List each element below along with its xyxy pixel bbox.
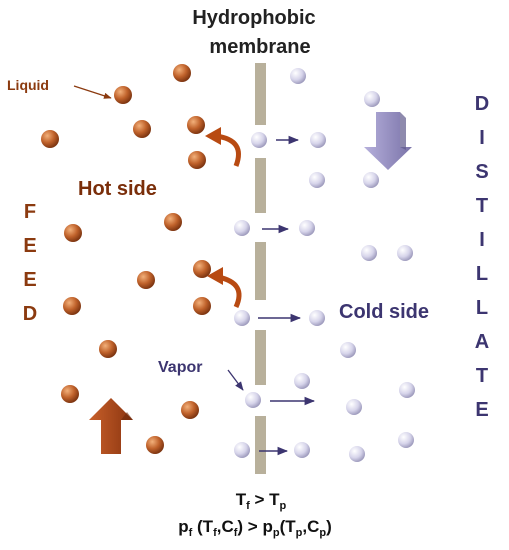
liquid-pointer bbox=[73, 85, 112, 99]
feed-letter: E bbox=[23, 269, 36, 291]
vapor-particle bbox=[363, 172, 379, 188]
membrane-segment bbox=[255, 63, 266, 125]
vapor-particle bbox=[361, 245, 377, 261]
liquid-particle bbox=[61, 385, 79, 403]
liquid-particle bbox=[164, 213, 182, 231]
vapor-particle bbox=[245, 392, 261, 408]
distillate-letter: L bbox=[476, 297, 488, 319]
distillate-flow-arrow-icon bbox=[364, 112, 412, 170]
cold-side-label: Cold side bbox=[339, 301, 429, 323]
feed-letter: D bbox=[23, 303, 37, 325]
liquid-particle bbox=[181, 401, 199, 419]
feed-letter: E bbox=[23, 235, 36, 257]
liquid-particle bbox=[187, 116, 205, 134]
distillate-letter: I bbox=[479, 127, 485, 149]
temperature-condition: Tf > Tp bbox=[236, 490, 287, 512]
liquid-label: Liquid bbox=[7, 77, 49, 93]
title-line-1: Hydrophobic bbox=[192, 7, 315, 29]
liquid-particle bbox=[137, 271, 155, 289]
vapor-particle bbox=[364, 91, 380, 107]
liquid-particle bbox=[193, 297, 211, 315]
membrane-segment bbox=[255, 242, 266, 300]
vapor-particle bbox=[234, 220, 250, 236]
curved-return-arrows bbox=[205, 127, 242, 309]
vapor-particle bbox=[310, 132, 326, 148]
vapor-particle bbox=[251, 132, 267, 148]
distillate-letter: D bbox=[475, 93, 489, 115]
feed-flow-arrow-icon bbox=[89, 398, 133, 454]
membrane-segment bbox=[255, 158, 266, 213]
vapor-particle bbox=[397, 245, 413, 261]
hydrophobic-membrane bbox=[255, 63, 266, 474]
distillate-letter: T bbox=[476, 365, 488, 387]
liquid-particle bbox=[99, 340, 117, 358]
vapor-particle bbox=[399, 382, 415, 398]
liquid-particle bbox=[41, 130, 59, 148]
pressure-condition: pf (Tf,Cf) > pp(Tp,Cp) bbox=[178, 517, 332, 539]
liquid-particle bbox=[193, 260, 211, 278]
distillate-label: D I S T I L L A T E bbox=[475, 93, 489, 421]
vapor-particle bbox=[398, 432, 414, 448]
vapor-particle bbox=[294, 442, 310, 458]
vapor-pointer bbox=[227, 369, 244, 391]
vapor-label: Vapor bbox=[158, 359, 202, 376]
curved-arrow-icon bbox=[207, 267, 242, 309]
distillate-letter: S bbox=[475, 161, 488, 183]
liquid-particle bbox=[63, 297, 81, 315]
membrane-segment bbox=[255, 416, 266, 474]
hot-side-label: Hot side bbox=[78, 178, 157, 200]
vapor-particle bbox=[340, 342, 356, 358]
distillate-letter: E bbox=[475, 399, 488, 421]
liquid-particles bbox=[41, 64, 211, 454]
distillate-letter: A bbox=[475, 331, 489, 353]
membrane-segment bbox=[255, 330, 266, 385]
liquid-particle bbox=[188, 151, 206, 169]
liquid-particle bbox=[146, 436, 164, 454]
liquid-particle bbox=[133, 120, 151, 138]
title-line-2: membrane bbox=[209, 36, 310, 58]
feed-label: F E E D bbox=[23, 201, 37, 325]
liquid-particle bbox=[173, 64, 191, 82]
vapor-particle bbox=[290, 68, 306, 84]
vapor-particle bbox=[234, 310, 250, 326]
vapor-particle bbox=[299, 220, 315, 236]
vapor-particle bbox=[294, 373, 310, 389]
vapor-particle bbox=[346, 399, 362, 415]
distillate-letter: I bbox=[479, 229, 485, 251]
vapor-particle bbox=[309, 310, 325, 326]
liquid-particle bbox=[64, 224, 82, 242]
liquid-particle bbox=[114, 86, 132, 104]
distillate-letter: L bbox=[476, 263, 488, 285]
vapor-transport-arrows bbox=[258, 135, 316, 456]
vapor-particle bbox=[349, 446, 365, 462]
vapor-particle bbox=[309, 172, 325, 188]
feed-letter: F bbox=[24, 201, 36, 223]
vapor-particles bbox=[234, 68, 415, 462]
curved-arrow-icon bbox=[205, 127, 241, 167]
distillate-letter: T bbox=[476, 195, 488, 217]
vapor-particle bbox=[234, 442, 250, 458]
